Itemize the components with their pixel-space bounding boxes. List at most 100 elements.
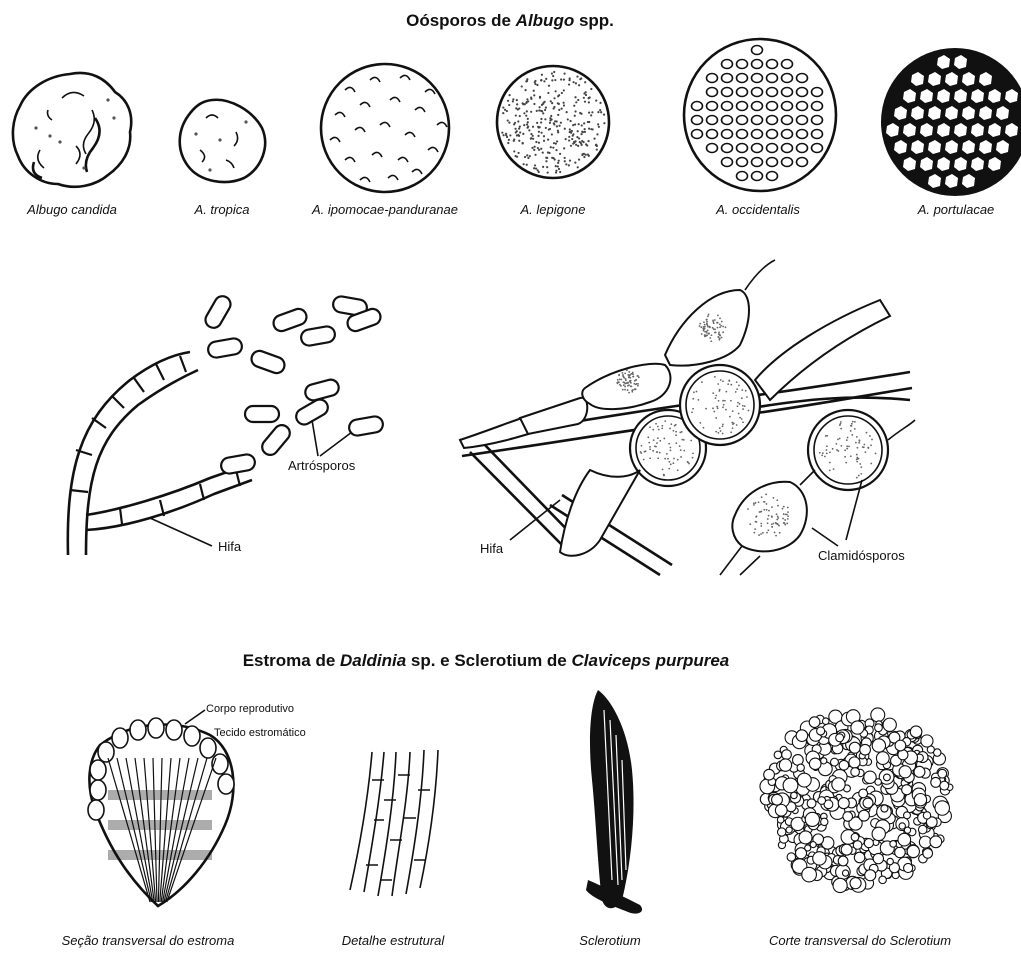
stroma-title-genus2: Claviceps purpurea [571, 651, 729, 670]
oospore-wall-cell [767, 158, 778, 167]
stipple-dot [547, 151, 549, 153]
stipple-dot [595, 144, 597, 146]
stipple-dot [537, 135, 539, 137]
cytoplasm-dot [707, 315, 709, 317]
stipple-dot [561, 107, 563, 109]
stipple-dot [549, 122, 551, 124]
stipple-dot [527, 118, 529, 120]
cytoplasm-dot [617, 382, 619, 384]
cytoplasm-dot [869, 435, 871, 437]
cytoplasm-dot [720, 379, 722, 381]
cytoplasm-dot [732, 423, 734, 425]
oospore-wall-cell [782, 74, 793, 83]
cytoplasm-dot [633, 383, 635, 385]
oospore-wall-cell [752, 102, 763, 111]
stipple-dot [590, 114, 592, 116]
stipple-dot [548, 128, 550, 130]
stipple-dot [533, 90, 535, 92]
sclerotium-cell [904, 812, 911, 819]
stipple-dot [570, 145, 572, 147]
stipple-dot [555, 90, 557, 92]
cytoplasm-dot [864, 451, 866, 453]
stipple-dot [554, 79, 556, 81]
hypha-septum [134, 378, 144, 392]
cytoplasm-dot [708, 333, 710, 335]
cytoplasm-dot [628, 375, 630, 377]
stipple-dot [536, 122, 538, 124]
cytoplasm-dot [782, 518, 784, 520]
cytoplasm-dot [640, 451, 642, 453]
oospores-title: Oósporos de Albugo spp. [406, 11, 614, 30]
arthrospore [220, 453, 256, 475]
stipple-dot [527, 121, 529, 123]
sclerotium-cell [865, 870, 876, 881]
stipple-dot [574, 162, 576, 164]
stipple-dot [551, 79, 553, 81]
oospore-a-occidentalis: A. occidentalis [684, 39, 836, 217]
cytoplasm-dot [725, 391, 727, 393]
stipple-dot [564, 157, 566, 159]
cytoplasm-dot [692, 398, 694, 400]
stipple-dot [522, 102, 524, 104]
cytoplasm-dot [670, 447, 672, 449]
stipple-dot [600, 111, 602, 113]
cytoplasm-dot [835, 443, 837, 445]
stipple-dot [595, 100, 597, 102]
stipple-dot [589, 96, 591, 98]
stroma-title-genus1: Daldinia [340, 651, 406, 670]
sclerotium-cell [838, 856, 848, 866]
cytoplasm-dot [725, 409, 727, 411]
cytoplasm-dot [821, 454, 823, 456]
stipple-dot [590, 128, 592, 130]
cytoplasm-dot [787, 518, 789, 520]
cytoplasm-dot [621, 379, 623, 381]
cytoplasm-dot [649, 457, 651, 459]
cytoplasm-dot [706, 319, 708, 321]
cytoplasm-dot [670, 463, 672, 465]
cytoplasm-dot [624, 389, 626, 391]
caption-sclerotium: Sclerotium [579, 933, 641, 948]
sclerotium-cell [871, 708, 885, 722]
arthrospore-cell [207, 337, 243, 359]
oospore-wall-cell [767, 74, 778, 83]
sclerotium-cell [832, 778, 845, 791]
stipple-dot [580, 133, 582, 135]
cytoplasm-dot [657, 437, 659, 439]
stipple-dot [534, 164, 536, 166]
cytoplasm-dot [855, 442, 857, 444]
cytoplasm-dot [715, 397, 717, 399]
perithecium [184, 726, 200, 746]
cytoplasm-dot [736, 424, 738, 426]
cytoplasm-dot [856, 459, 858, 461]
stipple-dot [530, 137, 532, 139]
cytoplasm-dot [663, 475, 665, 477]
label-corpo-reprodutivo: Corpo reprodutivo [206, 703, 294, 715]
cytoplasm-dot [760, 533, 762, 535]
stipple-dot [572, 124, 574, 126]
stipple-dot [542, 112, 544, 114]
oospore-wall-cell [797, 102, 808, 111]
stipple-dot [587, 140, 589, 142]
cytoplasm-dot [720, 430, 722, 432]
cytoplasm-dot [756, 521, 758, 523]
cytoplasm-dot [753, 532, 755, 534]
sclerotium-cell [930, 836, 942, 848]
arthrospore [249, 349, 286, 376]
cytoplasm-dot [713, 411, 715, 413]
stipple-dot [571, 130, 573, 132]
stipple-dot [599, 102, 601, 104]
sclerotium-cell [795, 848, 806, 859]
sclerotium-cell [802, 867, 817, 882]
stipple-dot [517, 120, 519, 122]
label-hifa-right: Hifa [480, 541, 504, 556]
cytoplasm-dot [787, 515, 789, 517]
cytoplasm-dot [784, 524, 786, 526]
cytoplasm-dot [857, 447, 859, 449]
stipple-dot [519, 126, 521, 128]
sclerotium-cell [838, 798, 849, 809]
stipple-dot [529, 155, 531, 157]
cytoplasm-dot [699, 325, 701, 327]
cytoplasm-dot [629, 377, 631, 379]
cytoplasm-dot [657, 457, 659, 459]
stipple-dot [551, 133, 553, 135]
